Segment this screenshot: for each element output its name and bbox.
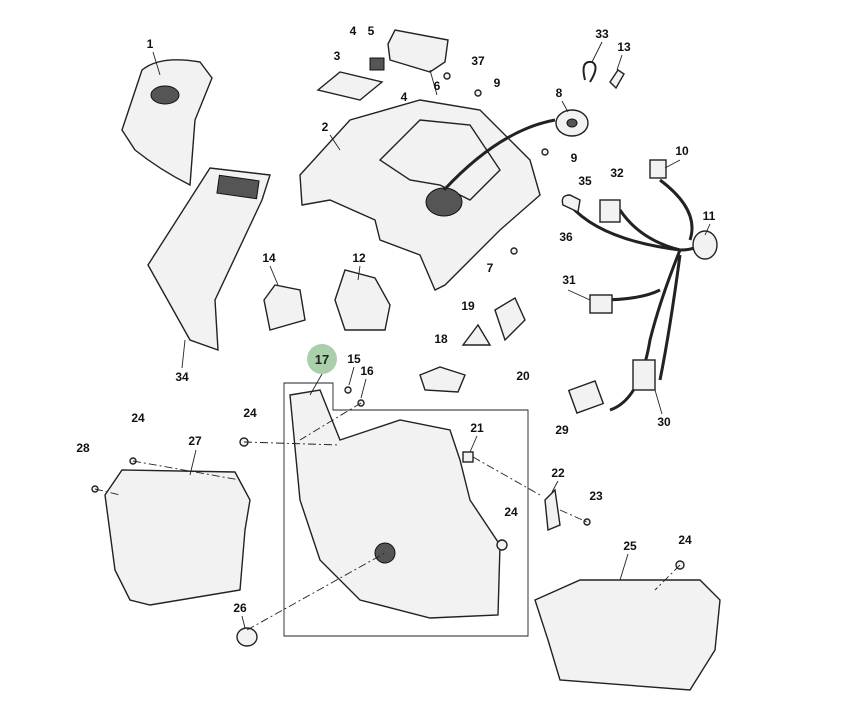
assembly-lines (94, 402, 681, 631)
part-18-knob[interactable] (419, 366, 466, 393)
callout-14[interactable]: 14 (262, 251, 276, 265)
callout-19[interactable]: 19 (461, 299, 475, 313)
callout-8[interactable]: 8 (555, 86, 563, 100)
part-2-steering-hub (425, 187, 463, 217)
part-8-hole (566, 118, 578, 128)
callout-31[interactable]: 31 (562, 273, 576, 287)
part-14-switch[interactable] (263, 284, 306, 331)
callout-24[interactable]: 24 (504, 505, 518, 519)
callout-9[interactable]: 9 (570, 151, 578, 165)
part-30-connector[interactable] (632, 359, 656, 391)
callout-29[interactable]: 29 (555, 423, 569, 437)
callout-37[interactable]: 37 (471, 54, 485, 68)
part-5-switch[interactable] (369, 57, 385, 71)
callout-32[interactable]: 32 (610, 166, 624, 180)
callout-16[interactable]: 16 (360, 364, 374, 378)
callout-3[interactable]: 3 (333, 49, 341, 63)
part-27-side-panel[interactable] (104, 469, 251, 606)
part-34-switches (216, 174, 260, 200)
part-11-grommet (692, 230, 718, 260)
callout-18[interactable]: 18 (434, 332, 448, 346)
part-35-bulb[interactable] (561, 194, 581, 214)
callout-9[interactable]: 9 (493, 76, 501, 90)
callout-36[interactable]: 36 (559, 230, 573, 244)
callout-34[interactable]: 34 (175, 370, 189, 384)
callout-13[interactable]: 13 (617, 40, 631, 54)
callout-23[interactable]: 23 (589, 489, 603, 503)
part-1-cover[interactable] (121, 59, 213, 187)
callout-11[interactable]: 11 (702, 209, 716, 223)
part-17-key-hole (374, 542, 396, 564)
part-10-connector[interactable] (649, 159, 667, 179)
callout-2[interactable]: 2 (321, 120, 329, 134)
callout-4[interactable]: 4 (400, 90, 408, 104)
part-3-plate[interactable] (316, 71, 384, 101)
part-34-panel[interactable] (147, 167, 271, 352)
callout-21[interactable]: 21 (470, 421, 484, 435)
callout-5[interactable]: 5 (367, 24, 375, 38)
part-20-switch[interactable] (494, 296, 526, 342)
callout-33[interactable]: 33 (595, 27, 609, 41)
part-6-module[interactable] (387, 29, 449, 73)
callout-35[interactable]: 35 (578, 174, 592, 188)
callout-27[interactable]: 27 (188, 434, 202, 448)
callout-28[interactable]: 28 (76, 441, 90, 455)
callout-10[interactable]: 10 (675, 144, 689, 158)
part-12-lever[interactable] (334, 269, 391, 331)
part-26-plug[interactable] (236, 627, 258, 647)
part-31-connector[interactable] (589, 294, 613, 314)
part-1-knob (150, 85, 180, 105)
part-13-clip[interactable] (609, 69, 625, 90)
callout-24[interactable]: 24 (131, 411, 145, 425)
part-29-connector[interactable] (567, 380, 605, 414)
cable (442, 118, 556, 192)
part-22-bracket[interactable] (544, 488, 561, 532)
callout-24[interactable]: 24 (243, 406, 257, 420)
callout-25[interactable]: 25 (623, 539, 637, 553)
callout-4[interactable]: 4 (349, 24, 357, 38)
callout-17-highlighted[interactable]: 17 (307, 344, 337, 374)
fasteners (91, 72, 685, 570)
leader-lines (152, 41, 711, 629)
callout-6[interactable]: 6 (433, 79, 441, 93)
part-17-lower-dash[interactable] (289, 389, 501, 619)
part-11-harness[interactable] (568, 178, 702, 412)
callout-26[interactable]: 26 (233, 601, 247, 615)
part-25-side-panel[interactable] (534, 579, 721, 691)
part-32-connector[interactable] (599, 199, 621, 223)
callout-7[interactable]: 7 (486, 261, 494, 275)
callout-12[interactable]: 12 (352, 251, 366, 265)
callout-1[interactable]: 1 (146, 37, 154, 51)
part-33-strap[interactable] (582, 60, 597, 83)
callout-17-boundary (283, 382, 529, 637)
part-19-knob[interactable] (461, 323, 492, 346)
callout-22[interactable]: 22 (551, 466, 565, 480)
callout-15[interactable]: 15 (347, 352, 361, 366)
callout-30[interactable]: 30 (657, 415, 671, 429)
part-2-opening (378, 119, 501, 201)
callout-20[interactable]: 20 (516, 369, 530, 383)
callout-24[interactable]: 24 (678, 533, 692, 547)
